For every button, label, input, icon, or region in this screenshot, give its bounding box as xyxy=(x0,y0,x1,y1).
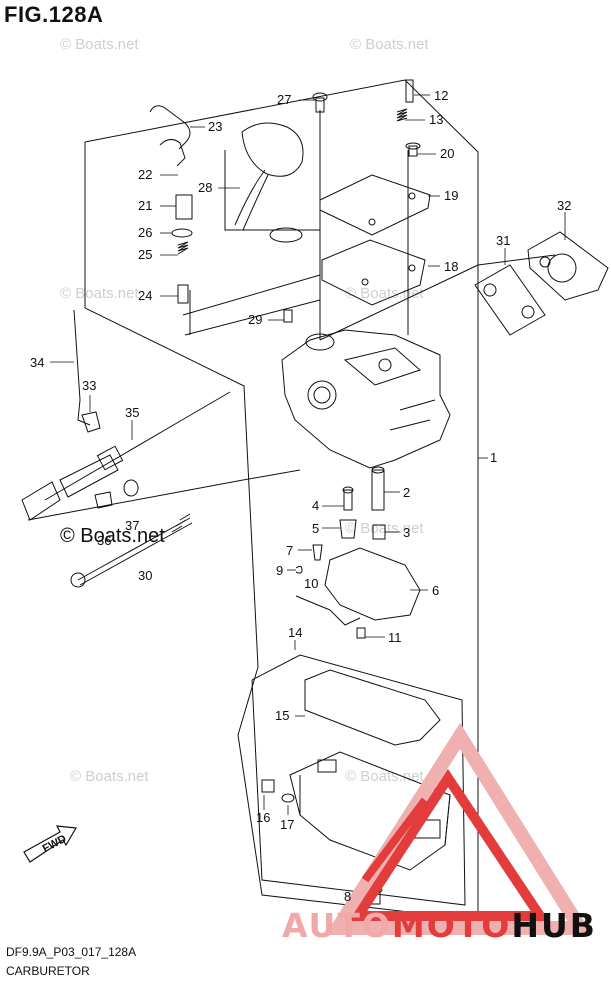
watermark: © Boats.net xyxy=(345,520,424,537)
callout-22: 22 xyxy=(138,167,152,182)
watermark: © Boats.net xyxy=(60,285,139,302)
callout-13: 13 xyxy=(429,112,443,127)
callout-10: 10 xyxy=(304,576,318,591)
callout-34: 34 xyxy=(30,355,44,370)
watermark: © Boats.net xyxy=(345,285,424,302)
watermark-dark: © Boats.net xyxy=(60,525,165,547)
float-6 xyxy=(324,547,421,621)
gasket-15 xyxy=(304,669,441,746)
gasket-18 xyxy=(321,239,426,306)
callout-25: 25 xyxy=(138,247,152,262)
callout-20: 20 xyxy=(440,146,454,161)
callout-5: 5 xyxy=(312,521,319,536)
callout-24: 24 xyxy=(138,288,152,303)
callout-19: 19 xyxy=(444,188,458,203)
bolt-30 xyxy=(77,517,193,586)
nut-36 xyxy=(94,491,113,509)
callout-31: 31 xyxy=(496,233,510,248)
jet-3 xyxy=(372,524,386,540)
callout-26: 26 xyxy=(138,225,152,240)
callout-7: 7 xyxy=(286,543,293,558)
callout-16: 16 xyxy=(256,810,270,825)
drain-screw xyxy=(261,779,275,793)
fitting-21 xyxy=(175,194,193,220)
cover-19 xyxy=(319,174,431,236)
gasket-31 xyxy=(474,264,546,336)
choke-knob xyxy=(21,481,61,521)
callout-27: 27 xyxy=(277,92,291,107)
hose-23 xyxy=(149,105,191,150)
watermark: © Boats.net xyxy=(60,36,139,53)
callout-23: 23 xyxy=(208,119,222,134)
callout-1: 1 xyxy=(490,450,497,465)
callout-14: 14 xyxy=(288,625,302,640)
callout-2: 2 xyxy=(403,485,410,500)
diagram-name: CARBURETOR xyxy=(6,964,90,978)
brand-wordmark: AUTOMOTOHUB xyxy=(282,906,597,945)
callout-33: 33 xyxy=(82,378,96,393)
brand-triangle-logo xyxy=(325,722,593,935)
brand-part-hub: HUB xyxy=(511,906,597,945)
callout-36: 36 xyxy=(97,533,111,548)
callout-4: 4 xyxy=(312,498,319,513)
callout-28: 28 xyxy=(198,180,212,195)
screw-4 xyxy=(343,489,353,511)
brand-part-auto: AUTO xyxy=(282,906,392,945)
figure-title: FIG.128A xyxy=(4,2,104,27)
sensor-28 xyxy=(241,122,304,177)
callout-18: 18 xyxy=(444,259,458,274)
watermark: © Boats.net xyxy=(345,768,424,785)
callout-32: 32 xyxy=(557,198,571,213)
callout-11: 11 xyxy=(388,630,402,645)
callout-21: 21 xyxy=(138,198,152,213)
callout-9: 9 xyxy=(276,563,283,578)
callout-15: 15 xyxy=(275,708,289,723)
diagram-code: DF9.9A_P03_017_128A xyxy=(6,945,137,959)
watermark: © Boats.net xyxy=(70,768,149,785)
float-bowl xyxy=(289,751,451,871)
callout-8: 8 xyxy=(344,889,351,904)
fwd-arrow xyxy=(23,825,77,863)
jet-2 xyxy=(371,469,385,511)
callout-12: 12 xyxy=(434,88,448,103)
callout-3: 3 xyxy=(403,525,410,540)
callout-29: 29 xyxy=(248,312,262,327)
main-frame xyxy=(84,79,479,921)
adapter-32 xyxy=(527,231,609,301)
callout-17: 17 xyxy=(280,817,294,832)
callout-35: 35 xyxy=(125,405,139,420)
callout-6: 6 xyxy=(432,583,439,598)
jet-5 xyxy=(339,519,357,539)
brand-part-moto: MOTO xyxy=(391,906,512,945)
watermark: © Boats.net xyxy=(350,36,429,53)
callout-30: 30 xyxy=(138,568,152,583)
carb-body xyxy=(281,329,451,469)
callout-37: 37 xyxy=(125,518,139,533)
upper-sub-frame xyxy=(182,150,321,316)
